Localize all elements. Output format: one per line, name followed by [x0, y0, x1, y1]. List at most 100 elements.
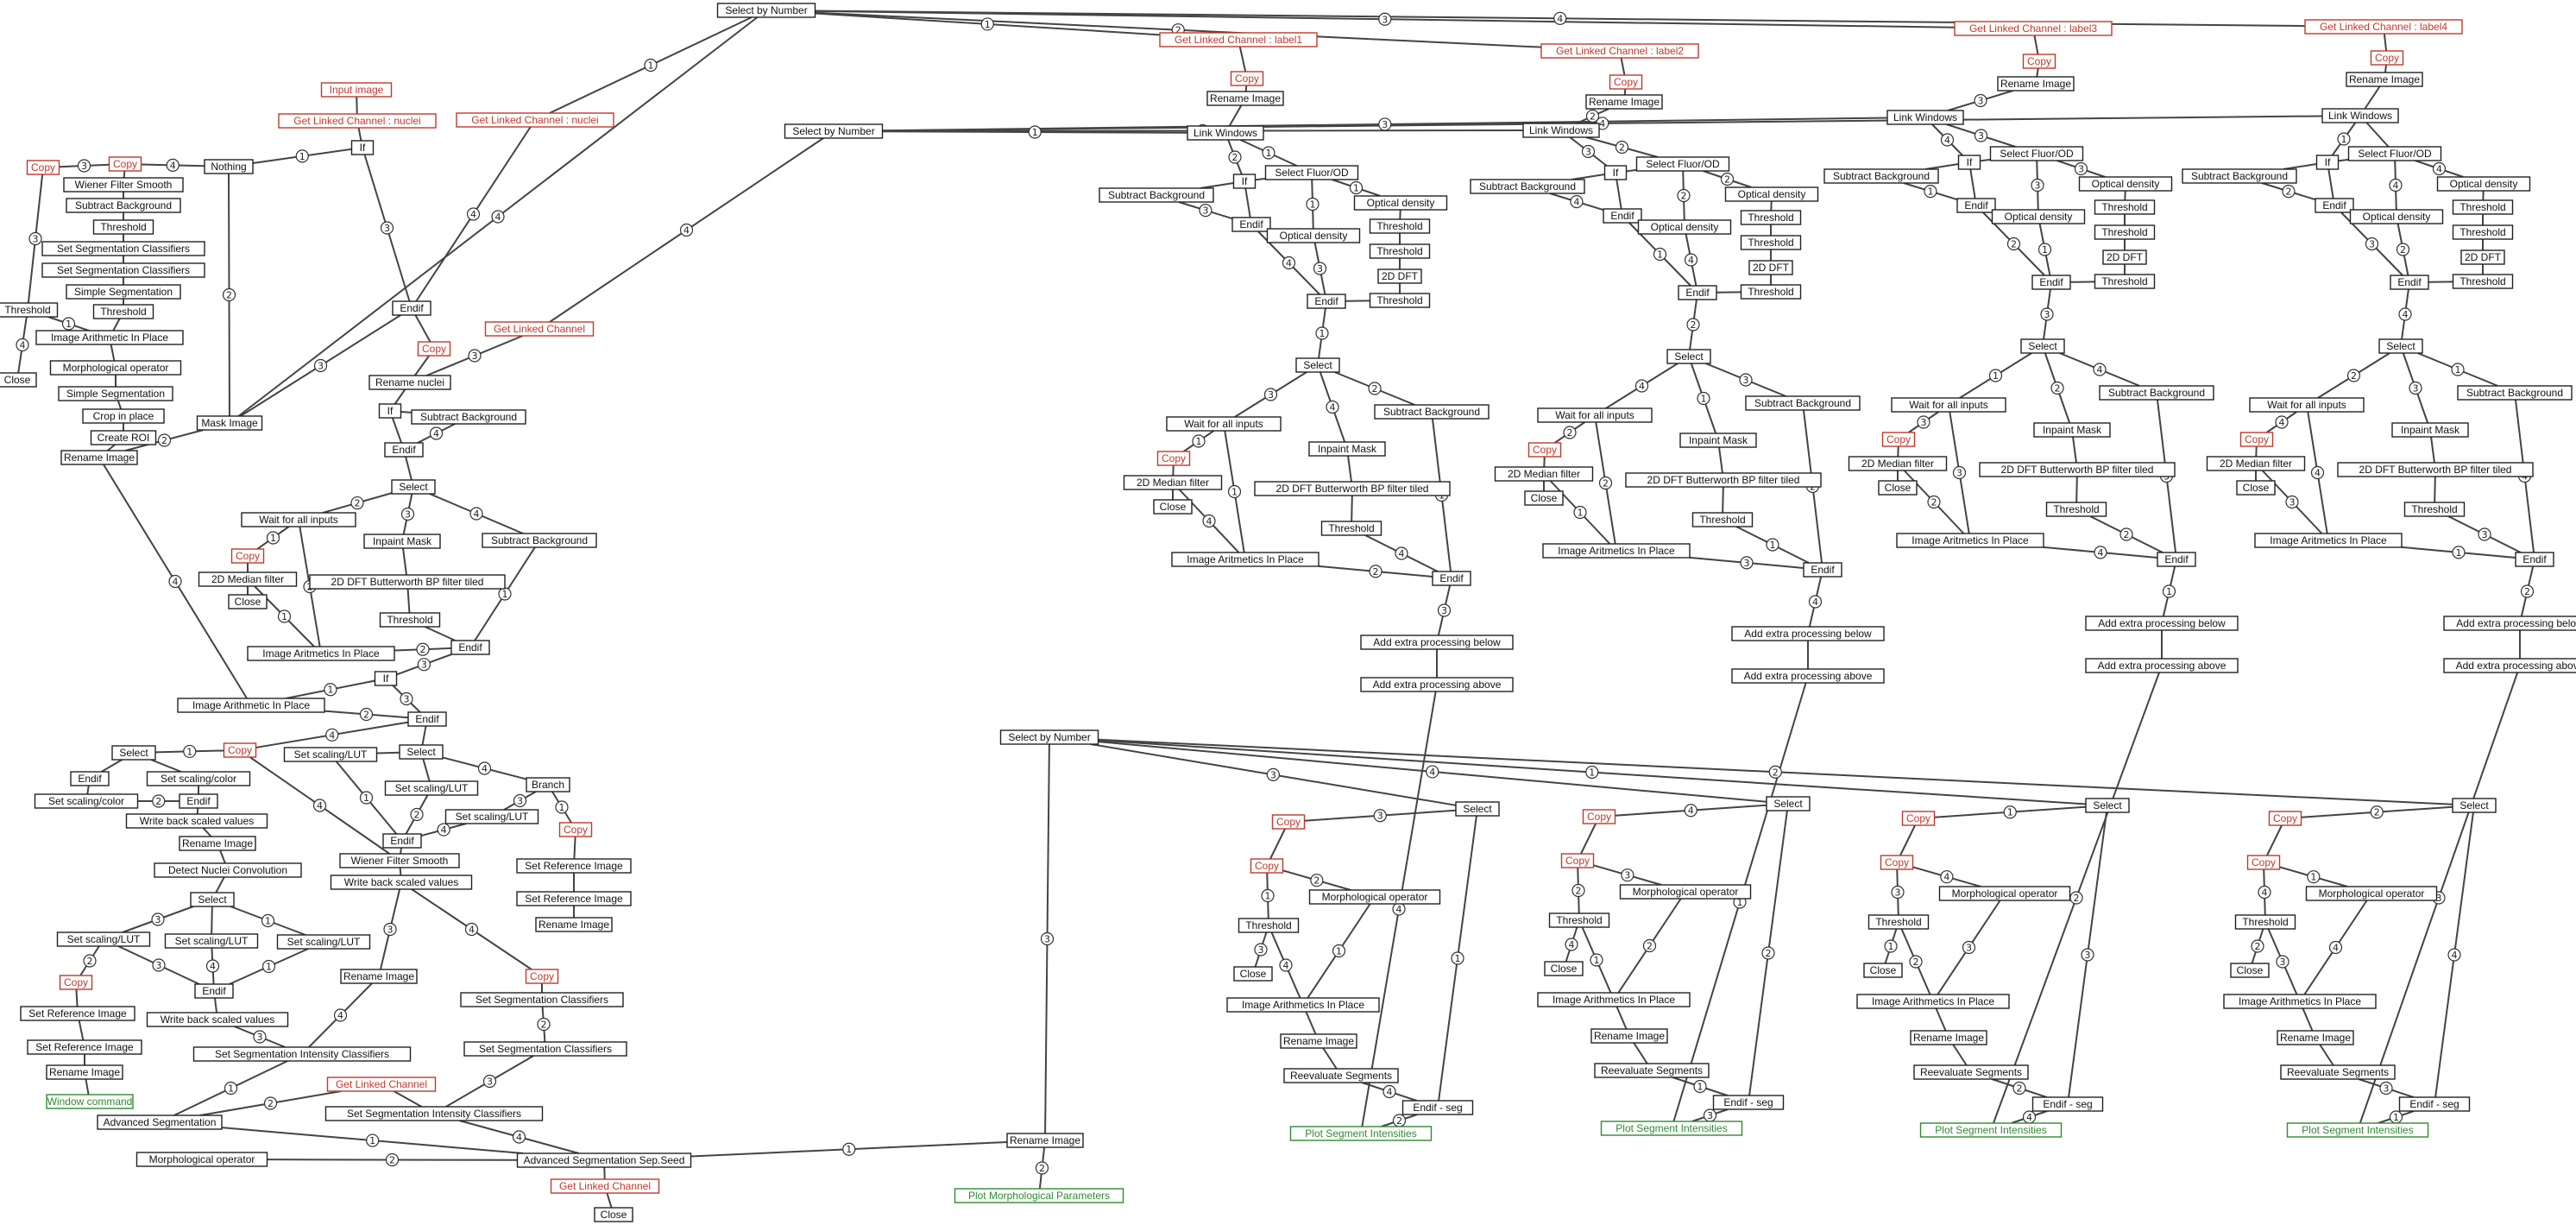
node-input-image[interactable]: Input image	[320, 82, 393, 98]
node-select-fluor-od[interactable]: Select Fluor/OD	[2347, 146, 2442, 161]
node-set-scaling-lut[interactable]: Set scaling/LUT	[444, 809, 539, 824]
node-threshold[interactable]: Threshold	[2403, 502, 2466, 517]
node-add-extra-below[interactable]: Add extra processing below	[1360, 635, 1514, 650]
node-rename-image[interactable]: Rename Image	[2346, 72, 2423, 87]
node-endif[interactable]: Endif	[450, 640, 490, 655]
node-branch[interactable]: Branch	[526, 777, 570, 792]
node-add-extra-above[interactable]: Add extra processing above	[2443, 658, 2576, 673]
node-rename-image[interactable]: Rename Image	[2277, 1030, 2354, 1045]
node-write-back-scaled-values[interactable]: Write back scaled values	[125, 813, 268, 829]
node-copy[interactable]: Copy	[1582, 809, 1616, 824]
node-threshold[interactable]: Threshold	[1238, 918, 1300, 933]
node-select[interactable]: Select	[190, 892, 235, 907]
node-window-command[interactable]: Window command	[46, 1094, 134, 1109]
node-morphological-operator[interactable]: Morphological operator	[1308, 889, 1441, 905]
node-optical-density[interactable]: Optical density	[2436, 176, 2531, 192]
node-median-filter-2d[interactable]: 2D Median filter	[2206, 456, 2306, 471]
node-endif[interactable]: Endif	[2390, 275, 2429, 290]
node-write-back-scaled-values[interactable]: Write back scaled values	[146, 1012, 289, 1027]
node-set-segmentation-classifiers[interactable]: Set Segmentation Classifiers	[460, 992, 624, 1007]
node-wait-for-all-inputs[interactable]: Wait for all inputs	[241, 512, 356, 527]
node-set-reference-image[interactable]: Set Reference Image	[516, 858, 632, 874]
node-copy[interactable]: Copy	[59, 975, 93, 990]
node-select[interactable]: Select	[1766, 796, 1811, 811]
node-threshold[interactable]: Threshold	[1691, 512, 1754, 527]
node-butterworth[interactable]: 2D DFT Butterworth BP filter tiled	[309, 574, 506, 590]
node-wait-for-all-inputs[interactable]: Wait for all inputs	[1166, 416, 1282, 432]
node-image-arithmetic-in-place[interactable]: Image Arithmetic In Place	[35, 330, 184, 345]
node-copy[interactable]: Copy	[1230, 71, 1264, 86]
node-if[interactable]: If	[1957, 155, 1981, 170]
node-dft-2d[interactable]: 2D DFT	[1748, 260, 1793, 275]
node-reevaluate-segments[interactable]: Reevaluate Segments	[1283, 1068, 1399, 1083]
node-copy[interactable]: Copy	[1881, 432, 1916, 447]
node-image-arithmetics-in-place[interactable]: Image Arithmetics In Place	[1537, 992, 1691, 1007]
node-endif[interactable]: Endif	[1678, 285, 1717, 300]
node-get-linked-channel-label2[interactable]: Get Linked Channel : label2	[1540, 43, 1699, 59]
node-threshold[interactable]: Threshold	[2045, 502, 2107, 517]
node-if[interactable]: If	[1232, 174, 1257, 189]
node-subtract-background[interactable]: Subtract Background	[411, 409, 526, 425]
node-threshold[interactable]: Threshold	[1369, 243, 1431, 259]
node-plot-segment-intensities[interactable]: Plot Segment Intensities	[1289, 1126, 1433, 1141]
node-image-aritmetics-in-place[interactable]: Image Aritmetics In Place	[2254, 533, 2403, 548]
node-copy[interactable]: Copy	[1901, 811, 1936, 826]
node-endif[interactable]: Endif	[194, 983, 234, 999]
node-threshold[interactable]: Threshold	[92, 219, 154, 235]
node-close[interactable]: Close	[2230, 963, 2270, 978]
node-link-windows[interactable]: Link Windows	[1886, 110, 1964, 125]
node-rename-image[interactable]: Rename Image	[1997, 76, 2075, 92]
node-copy[interactable]: Copy	[2239, 432, 2274, 447]
node-get-linked-channel[interactable]: Get Linked Channel	[326, 1077, 437, 1092]
node-if[interactable]: If	[378, 403, 402, 419]
node-threshold[interactable]: Threshold	[92, 304, 154, 319]
node-copy[interactable]: Copy	[417, 341, 451, 357]
node-detect-nuclei-convolution[interactable]: Detect Nuclei Convolution	[154, 862, 302, 878]
node-subtract-background[interactable]: Subtract Background	[2457, 385, 2573, 401]
node-plot-segment-intensities[interactable]: Plot Segment Intensities	[2286, 1122, 2429, 1138]
node-image-arithmetic-in-place[interactable]: Image Arithmetic In Place	[177, 698, 325, 713]
node-endif[interactable]: Endif	[1603, 208, 1642, 224]
node-select[interactable]: Select	[2085, 798, 2130, 813]
node-endif[interactable]: Endif	[1231, 217, 1271, 232]
node-copy[interactable]: Copy	[1609, 74, 1643, 90]
node-optical-density[interactable]: Optical density	[1266, 228, 1361, 243]
node-rename-image[interactable]: Rename Image	[1006, 1133, 1084, 1148]
node-copy[interactable]: Copy	[2022, 54, 2056, 69]
node-rename-image[interactable]: Rename Image	[60, 450, 138, 465]
node-butterworth[interactable]: 2D DFT Butterworth BP filter tiled	[1254, 481, 1451, 496]
node-image-aritmetics-in-place[interactable]: Image Aritmetics In Place	[247, 646, 395, 661]
node-inpaint-mask[interactable]: Inpaint Mask	[2033, 422, 2111, 438]
node-rename-image[interactable]: Rename Image	[1590, 1028, 1668, 1044]
node-threshold[interactable]: Threshold	[2452, 224, 2514, 240]
node-set-scaling-lut[interactable]: Set scaling/LUT	[283, 747, 378, 762]
node-morphological-operator[interactable]: Morphological operator	[2305, 886, 2438, 901]
node-rename-image[interactable]: Rename Image	[1280, 1033, 1357, 1049]
node-nothing[interactable]: Nothing	[204, 159, 254, 174]
node-reevaluate-segments[interactable]: Reevaluate Segments	[1913, 1064, 2029, 1080]
node-inpaint-mask[interactable]: Inpaint Mask	[363, 534, 441, 549]
node-subtract-background[interactable]: Subtract Background	[482, 533, 597, 548]
node-threshold[interactable]: Threshold	[2094, 199, 2156, 215]
node-set-scaling-lut[interactable]: Set scaling/LUT	[384, 780, 479, 796]
node-morphological-operator[interactable]: Morphological operator	[49, 360, 182, 376]
node-rename-image[interactable]: Rename Image	[46, 1064, 123, 1080]
node-simple-segmentation[interactable]: Simple Segmentation	[58, 386, 173, 401]
node-wait-for-all-inputs[interactable]: Wait for all inputs	[1537, 407, 1653, 423]
node-close[interactable]: Close	[1863, 963, 1903, 978]
node-endif[interactable]: Endif	[1307, 294, 1346, 309]
node-get-linked-channel-label4[interactable]: Get Linked Channel : label4	[2304, 19, 2463, 35]
node-link-windows[interactable]: Link Windows	[1522, 123, 1600, 138]
node-rename-image[interactable]: Rename Image	[535, 917, 613, 932]
node-close[interactable]: Close	[594, 1207, 633, 1222]
node-if[interactable]: If	[374, 671, 398, 686]
node-endif[interactable]: Endif	[1956, 198, 1996, 213]
node-if[interactable]: If	[350, 140, 375, 155]
node-add-extra-below[interactable]: Add extra processing below	[2085, 616, 2239, 631]
node-median-filter-2d[interactable]: 2D Median filter	[1494, 466, 1594, 482]
node-subtract-background[interactable]: Subtract Background	[1374, 404, 1490, 420]
node-optical-density[interactable]: Optical density	[1991, 209, 2086, 224]
node-copy[interactable]: Copy	[108, 156, 142, 172]
node-advanced-segmentation[interactable]: Advanced Segmentation	[97, 1114, 223, 1130]
node-select[interactable]: Select	[1295, 357, 1340, 373]
